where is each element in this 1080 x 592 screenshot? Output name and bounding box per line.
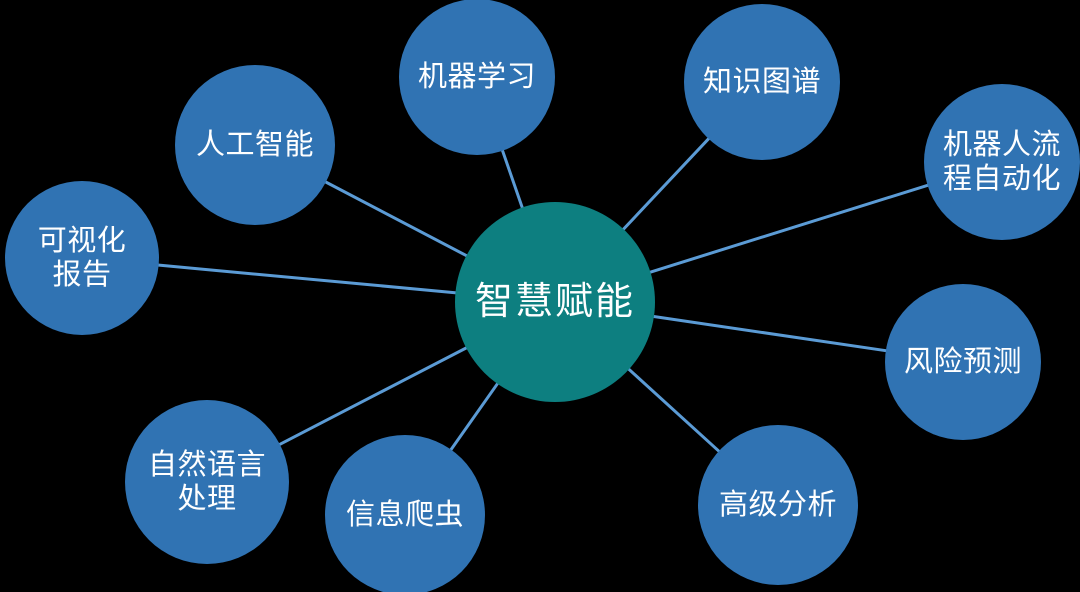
edge-center-to-knowledge-graph [621,136,711,232]
node-risk-prediction-label: 风险预测 [903,345,1022,378]
node-information-crawler[interactable]: 信息爬虫 [325,435,485,592]
edge-center-to-information-crawler [448,381,500,452]
edge-center-to-machine-learning [500,148,525,210]
node-advanced-analytics-label: 高级分析 [718,488,837,521]
node-machine-learning[interactable]: 机器学习 [399,0,555,155]
center-node[interactable]: 智慧赋能 [455,202,655,402]
node-natural-language-processing[interactable]: 自然语言 处理 [125,400,289,564]
edge-center-to-visualization-report [156,263,458,295]
node-knowledge-graph-label: 知识图谱 [702,65,821,98]
center-node-label: 智慧赋能 [474,280,635,323]
edge-center-to-risk-prediction [651,314,889,353]
node-risk-prediction[interactable]: 风险预测 [885,284,1041,440]
node-artificial-intelligence-label: 人工智能 [195,128,314,161]
node-advanced-analytics[interactable]: 高级分析 [698,425,858,585]
node-knowledge-graph[interactable]: 知识图谱 [684,4,840,160]
node-information-crawler-label: 信息爬虫 [345,498,464,531]
edge-center-to-natural-language-processing [277,345,469,447]
edge-center-to-artificial-intelligence [323,180,469,258]
node-visualization-report-label: 可视化 报告 [37,224,127,291]
node-natural-language-processing-label: 自然语言 处理 [147,448,266,515]
node-artificial-intelligence[interactable]: 人工智能 [175,65,335,225]
edge-center-to-robotic-process-automation [647,183,931,274]
node-robotic-process-automation-label: 机器人流 程自动化 [942,128,1061,195]
node-robotic-process-automation[interactable]: 机器人流 程自动化 [924,84,1080,240]
node-machine-learning-label: 机器学习 [417,60,536,93]
node-visualization-report[interactable]: 可视化 报告 [5,181,159,335]
edge-center-to-advanced-analytics [626,367,722,454]
